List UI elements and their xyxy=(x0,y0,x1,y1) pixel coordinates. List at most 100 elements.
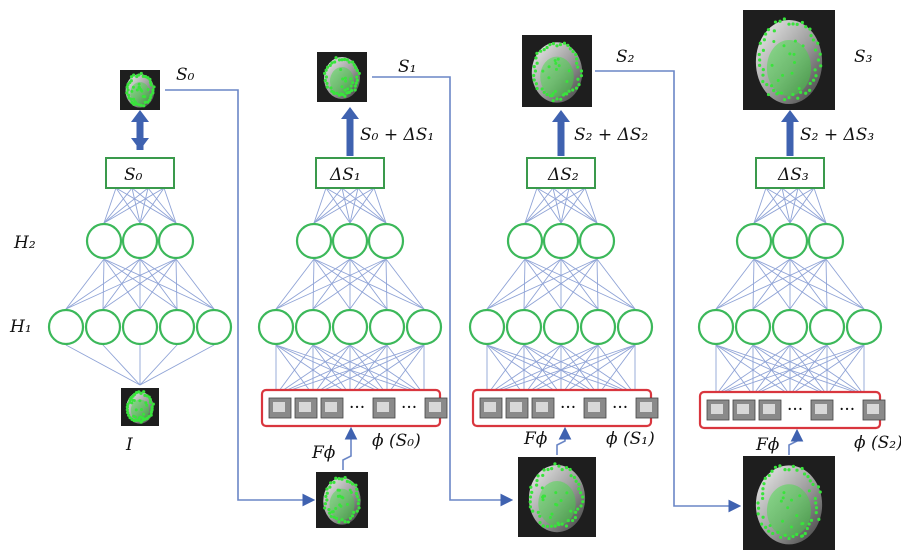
landmark-point xyxy=(131,398,135,402)
edge xyxy=(103,258,141,310)
landmark-point xyxy=(355,509,359,513)
landmark-point xyxy=(813,68,817,72)
landmark-point xyxy=(333,60,337,64)
edge xyxy=(147,187,177,224)
feature-patch-detail xyxy=(273,402,285,412)
landmark-point xyxy=(809,518,814,522)
landmark-point xyxy=(337,477,341,481)
landmark-point xyxy=(538,514,542,518)
landmark-point xyxy=(355,68,359,73)
landmark-point xyxy=(761,79,765,84)
landmark-point xyxy=(770,63,774,67)
landmark-point xyxy=(341,93,345,97)
landmark-point xyxy=(149,410,153,414)
landmark-point xyxy=(555,97,559,101)
landmark-point xyxy=(545,524,550,528)
landmark-point xyxy=(579,69,584,73)
landmark-point xyxy=(803,531,807,536)
landmark-point xyxy=(787,468,791,472)
landmark-point xyxy=(323,71,327,76)
landmark-point xyxy=(127,93,131,97)
hidden-neuron-h1 xyxy=(331,308,369,346)
landmark-point xyxy=(353,88,357,92)
landmark-point xyxy=(811,78,816,82)
landmark-point xyxy=(133,100,137,104)
landmark-point xyxy=(348,488,352,492)
landmark-point xyxy=(135,418,139,422)
landmark-point xyxy=(339,504,343,508)
landmark-point xyxy=(758,58,762,62)
landmark-point xyxy=(787,96,791,100)
landmark-point xyxy=(126,402,130,406)
faces-layer xyxy=(120,10,835,550)
landmark-point xyxy=(150,408,154,412)
landmark-point xyxy=(139,103,143,108)
landmark-point xyxy=(541,524,545,528)
edge xyxy=(131,187,141,224)
landmark-point xyxy=(808,479,812,483)
stage-2-feature-label: Fϕ xyxy=(523,429,548,449)
hidden-neuron-h1 xyxy=(697,308,735,346)
edge xyxy=(312,258,315,310)
landmark-point xyxy=(557,64,561,68)
feature-patch-detail xyxy=(815,404,827,414)
hidden-neuron-h2 xyxy=(807,222,845,260)
landmark-point xyxy=(569,474,573,478)
landmark-point xyxy=(557,464,561,468)
stage-1-update-label: S₀ + ΔS₁ xyxy=(360,125,434,145)
landmark-point xyxy=(814,74,818,78)
edge xyxy=(313,187,343,224)
edge xyxy=(753,187,815,224)
landmark-point xyxy=(130,89,134,93)
landmark-point xyxy=(817,517,821,521)
landmark-point xyxy=(343,475,347,480)
feature-patch-detail xyxy=(867,404,879,414)
landmark-point xyxy=(148,400,153,404)
landmark-point xyxy=(542,48,546,52)
landmark-point xyxy=(346,91,350,95)
landmark-point xyxy=(565,79,569,83)
landmark-point xyxy=(773,465,778,469)
edge xyxy=(103,187,133,224)
landmark-point xyxy=(137,85,141,89)
landmark-point xyxy=(795,532,799,537)
landmark-point xyxy=(148,397,152,402)
landmark-point xyxy=(793,39,797,43)
landmark-point xyxy=(814,511,818,515)
edge xyxy=(175,258,215,310)
landmark-point xyxy=(325,487,329,491)
hidden-neuron-h2 xyxy=(735,222,773,260)
landmark-point xyxy=(776,78,780,82)
edge xyxy=(789,258,865,310)
landmark-point xyxy=(559,97,563,101)
stage-1-box-label: ΔS₁ xyxy=(329,165,361,185)
landmark-point xyxy=(576,77,580,81)
landmark-point xyxy=(148,80,153,84)
landmark-point xyxy=(134,408,138,412)
hidden-neuron-h2 xyxy=(331,222,369,260)
landmark-point xyxy=(144,401,148,405)
landmark-point xyxy=(325,491,329,495)
edge xyxy=(560,187,586,224)
landmark-point xyxy=(758,41,762,45)
landmark-point xyxy=(550,512,554,516)
hidden-neuron-h1 xyxy=(257,308,295,346)
landmark-point xyxy=(329,481,333,485)
landmark-point xyxy=(528,500,532,504)
landmark-point xyxy=(761,515,765,519)
edge xyxy=(486,344,599,396)
landmark-point xyxy=(574,52,578,57)
edge xyxy=(552,187,598,224)
landmark-point xyxy=(548,43,552,47)
landmark-point xyxy=(535,478,539,483)
landmark-point xyxy=(343,520,347,524)
landmark-point xyxy=(334,56,338,60)
landmark-point xyxy=(576,507,580,511)
landmark-point xyxy=(814,501,818,505)
landmark-point xyxy=(805,526,809,531)
landmark-point xyxy=(142,390,146,394)
landmark-point xyxy=(325,81,329,86)
hidden-neuron-h2 xyxy=(85,222,123,260)
landmark-point xyxy=(139,415,143,419)
